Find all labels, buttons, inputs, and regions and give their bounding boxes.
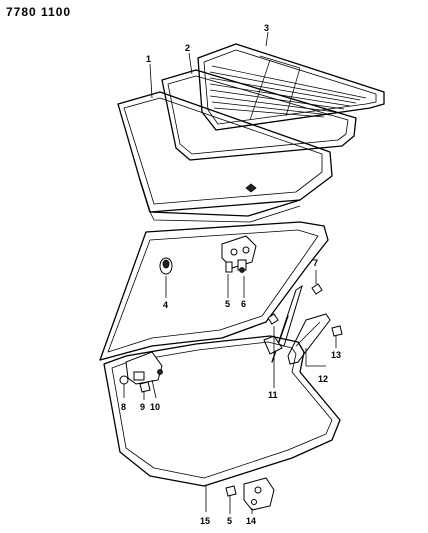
callout-14: 14 [246,516,256,526]
tailgate-glass-assembly [117,43,385,223]
callout-5a: 5 [225,299,230,309]
leader-lines [149,31,269,99]
defroster-lines [209,55,367,121]
callout-7: 7 [313,258,318,268]
lower-weatherstrip [103,335,341,487]
lower-hinge [119,351,163,400]
callout-10: 10 [150,402,160,412]
callout-9: 9 [140,402,145,412]
bumper-part [159,257,173,298]
latch-assembly [221,235,257,298]
callout-12: 12 [318,374,328,384]
callout-5b: 5 [227,516,232,526]
rear-panel-frame [117,91,333,213]
gas-strut [263,270,323,388]
callout-8: 8 [121,402,126,412]
diagram-code: 7780 1100 [6,5,72,19]
callout-6: 6 [241,299,246,309]
lower-latch [205,477,275,514]
callout-3: 3 [264,23,269,33]
hinge-bracket [287,313,343,367]
callout-11: 11 [268,390,278,400]
callout-13: 13 [331,350,341,360]
callout-15: 15 [200,516,210,526]
callout-1: 1 [146,54,151,64]
tailgate-inner-panel [99,221,329,361]
emblem-icon [245,183,257,193]
callout-2: 2 [185,43,190,53]
callout-4: 4 [163,300,168,310]
weatherstrip [161,69,357,161]
tailgate-glass [197,43,385,131]
